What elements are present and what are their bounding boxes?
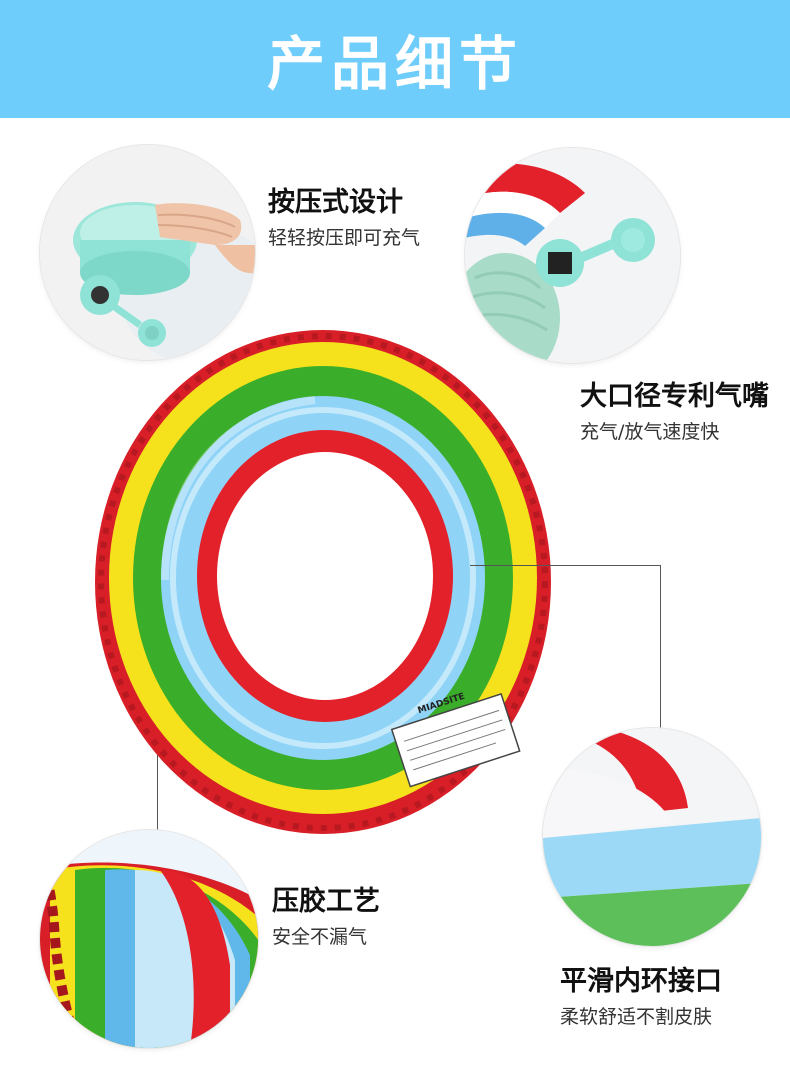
header-banner: 产品细节 bbox=[0, 0, 790, 118]
detail-image-smooth-inner bbox=[543, 728, 761, 946]
detail-image-push-valve bbox=[40, 145, 255, 360]
feature-title: 按压式设计 bbox=[268, 187, 403, 218]
page-title: 产品细节 bbox=[266, 30, 523, 98]
rainbow-swim-ring: MIADSITE bbox=[95, 330, 555, 840]
detail-image-sealed-seam bbox=[40, 830, 258, 1048]
feature-title: 压胶工艺 bbox=[272, 886, 380, 917]
feature-subtitle: 充气/放气速度快 bbox=[580, 421, 720, 443]
swim-ring-illustration: MIADSITE bbox=[95, 330, 551, 834]
detail-image-large-valve bbox=[465, 148, 680, 363]
push-valve-illustration bbox=[40, 145, 255, 360]
connector-line-inner-vertical bbox=[660, 565, 661, 730]
feature-title: 平滑内环接口 bbox=[560, 966, 722, 997]
connector-line-inner bbox=[470, 565, 660, 566]
feature-subtitle: 安全不漏气 bbox=[272, 926, 368, 948]
large-valve-illustration bbox=[465, 148, 680, 363]
feature-subtitle: 柔软舒适不割皮肤 bbox=[560, 1006, 713, 1028]
feature-sealed-process: 压胶工艺 安全不漏气 bbox=[272, 885, 380, 951]
feature-title: 大口径专利气嘴 bbox=[580, 381, 769, 412]
smooth-inner-illustration bbox=[543, 728, 761, 946]
feature-subtitle: 轻轻按压即可充气 bbox=[268, 227, 421, 249]
feature-smooth-inner-ring: 平滑内环接口 柔软舒适不割皮肤 bbox=[560, 965, 722, 1031]
feature-large-valve: 大口径专利气嘴 充气/放气速度快 bbox=[580, 380, 769, 446]
sealed-seam-illustration bbox=[40, 830, 258, 1048]
connector-line-edge bbox=[157, 755, 158, 830]
feature-push-design: 按压式设计 轻轻按压即可充气 bbox=[268, 186, 420, 252]
